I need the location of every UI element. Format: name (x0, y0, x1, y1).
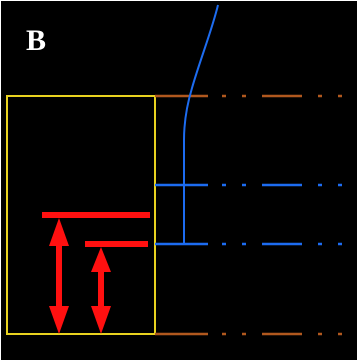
red-double-arrow-short (91, 247, 111, 334)
red-bar-upper (42, 212, 150, 218)
blue-curve (183, 4, 219, 185)
red-double-arrow-long (49, 218, 69, 334)
yellow-box (6, 95, 156, 335)
red-bar-lower (85, 241, 148, 247)
panel-label: B (26, 24, 46, 57)
